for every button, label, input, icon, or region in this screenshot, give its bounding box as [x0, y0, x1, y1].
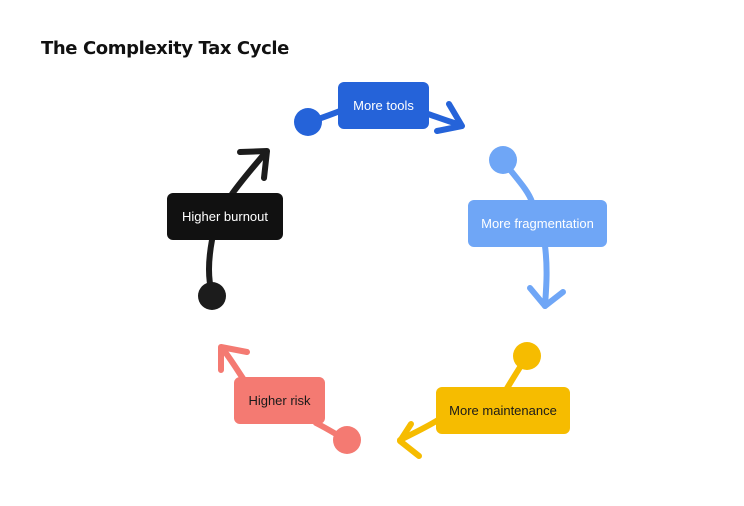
node-higher-risk-label: Higher risk	[248, 393, 311, 408]
connector-start-dot-maintenance	[513, 342, 541, 370]
node-higher-burnout-label: Higher burnout	[182, 209, 268, 224]
connector-fragmentation-out	[542, 243, 550, 309]
node-more-fragmentation-label: More fragmentation	[481, 216, 594, 231]
connector-start-dot-fragmentation	[489, 146, 517, 174]
node-more-maintenance	[436, 387, 570, 434]
node-more-fragmentation	[468, 200, 607, 247]
node-more-tools-label: More tools	[353, 98, 414, 113]
cycle-step-higher-risk: Higher risk	[218, 344, 361, 454]
cycle-step-more-tools: More tools	[294, 82, 465, 136]
node-more-maintenance-label: More maintenance	[449, 403, 557, 418]
cycle-step-higher-burnout: Higher burnout	[167, 148, 283, 310]
connector-start-dot-tools	[294, 108, 322, 136]
node-more-tools	[338, 82, 429, 129]
node-higher-risk	[234, 377, 325, 424]
arrowhead-risk	[218, 344, 250, 373]
cycle-step-more-fragmentation: More fragmentation	[468, 146, 607, 309]
cycle-step-more-maintenance: More maintenance	[397, 342, 570, 459]
node-higher-burnout	[167, 193, 283, 240]
arrowhead-fragmentation	[527, 285, 566, 309]
arrowhead-tools	[434, 101, 465, 134]
arrowhead-maintenance	[397, 421, 422, 459]
connector-burnout-out	[229, 149, 269, 197]
arrowhead-burnout	[237, 148, 270, 181]
connector-start-dot-burnout	[198, 282, 226, 310]
page-title: The Complexity Tax Cycle	[41, 38, 289, 59]
connector-start-dot-risk	[333, 426, 361, 454]
